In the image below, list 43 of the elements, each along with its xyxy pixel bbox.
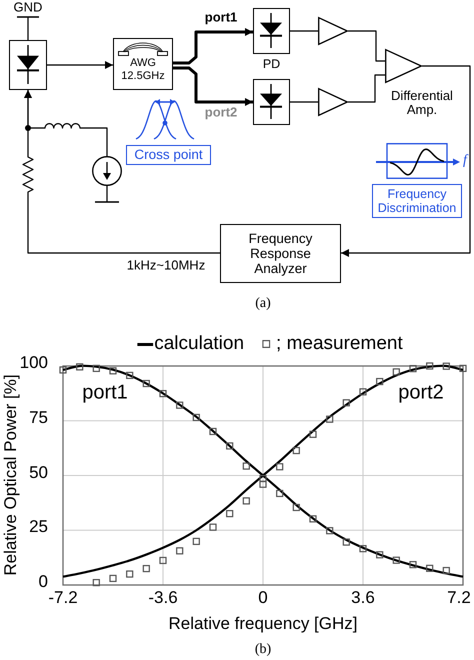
component-label: Differential Amp. [391,89,453,117]
axis-label: f [463,152,467,170]
axis-title: Relative frequency [GHz] [168,614,358,634]
callout-label: Cross point [126,145,211,165]
ground-label: GND [14,0,42,16]
callout-label: Frequency Discrimination [372,184,462,218]
awg-block [113,38,173,90]
component-label: PD [262,56,280,72]
amplifier-triangle [318,88,348,116]
tick-label: 0 [38,572,48,592]
current-source-symbol [92,156,122,186]
tick-label: 75 [29,408,48,428]
legend-label: calculation [154,333,244,355]
arrow [173,66,253,106]
photodiode-box [253,79,290,125]
edge-label: port2 [204,106,238,120]
block-text: Frequency Response Analyzer [248,231,314,276]
tick-label: 3.6 [351,588,375,608]
tick-label: 0 [258,588,268,608]
arrow [173,28,253,64]
edge-label: 1kHz~10MHz [126,258,206,274]
axis-title: Relative Optical Power [%] [1,374,21,576]
tick-label: -7.2 [48,588,78,608]
legend-label: ; measurement [276,333,403,355]
panel-label: (b) [254,642,272,658]
arrow [24,90,108,156]
laser-diode-box [9,40,47,90]
arrow [47,61,113,69]
process-block [220,224,341,283]
panel-label: (a) [255,296,271,312]
arrow [341,65,471,257]
connector-line [348,30,385,62]
tick-label: 50 [29,462,48,482]
connector-line [290,101,318,103]
component-label: AWG 12.5GHz [121,57,165,82]
tick-label: -3.6 [148,588,178,608]
edge-label: port1 [204,10,238,26]
connector-line [290,30,318,32]
tick-label: 25 [29,517,48,538]
amplifier-triangle [318,17,348,45]
tick-label: 100 [20,353,48,373]
connector-line [348,74,385,103]
tick-label: 7.2 [447,588,471,608]
